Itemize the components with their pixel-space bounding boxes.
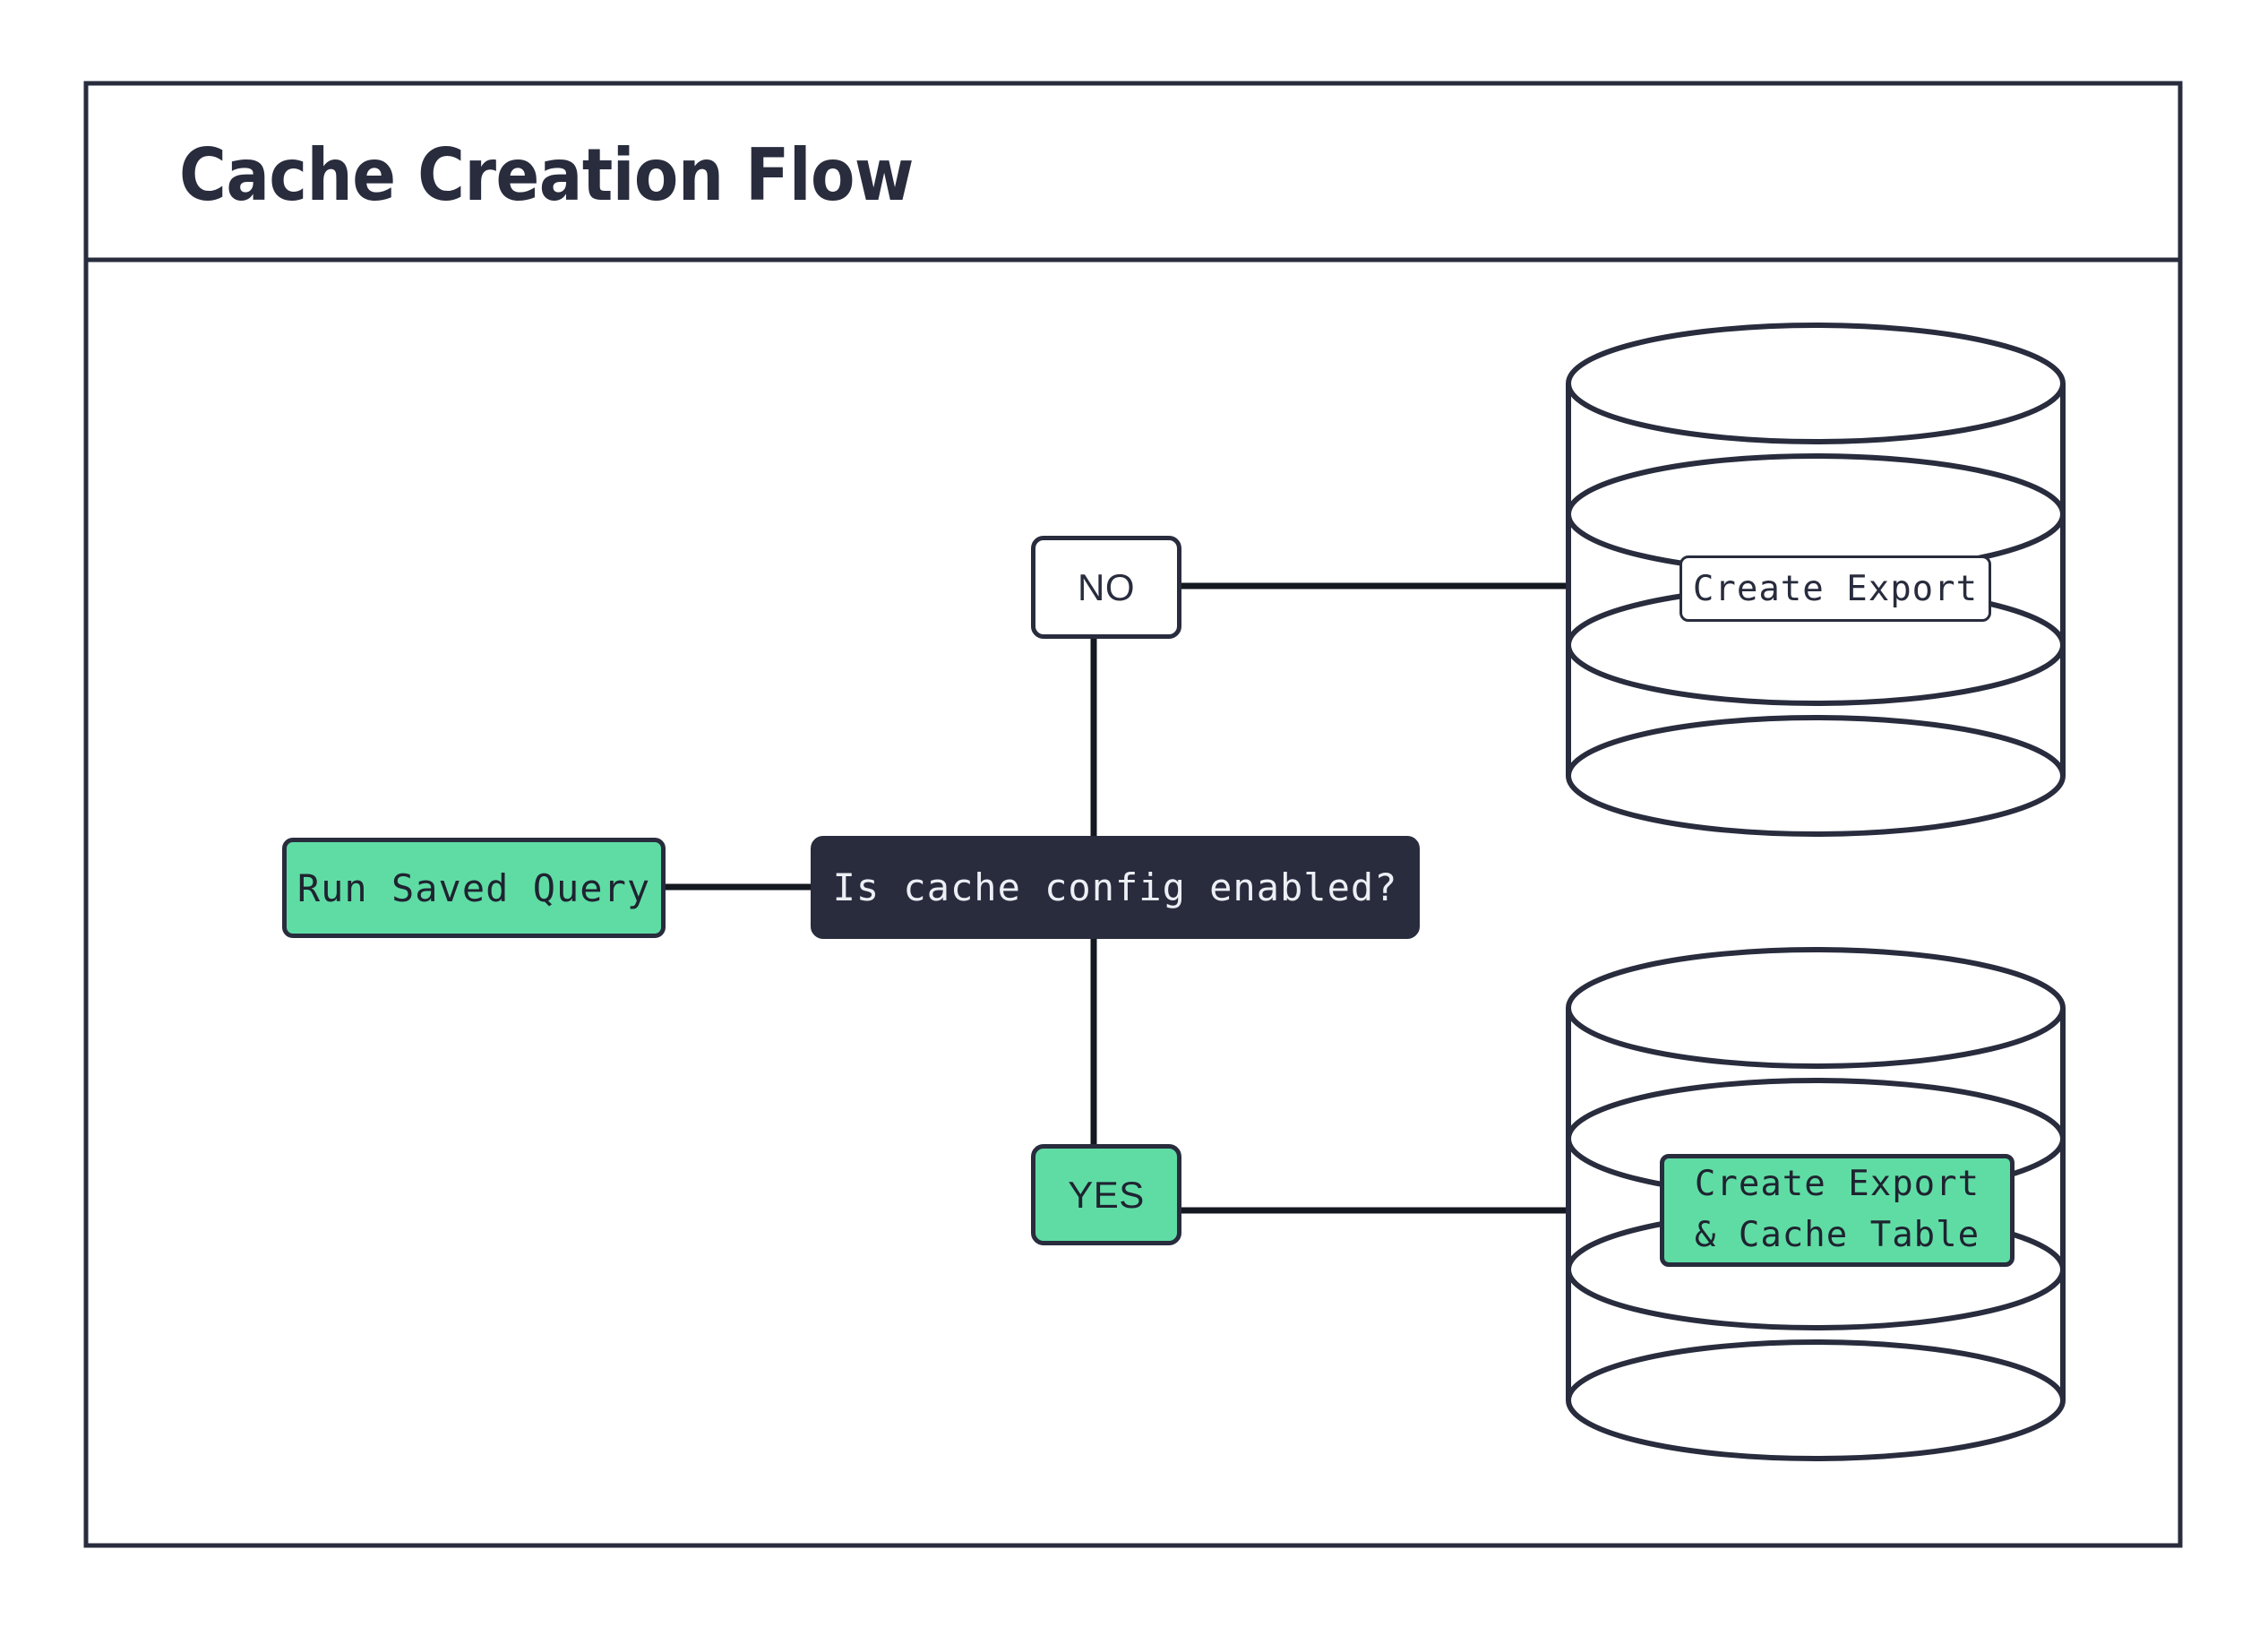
node-create-export[interactable]: Create Export — [1680, 555, 1991, 622]
node-label-line-1: Create Export — [1694, 1164, 1980, 1205]
node-label-line-2: & Cache Table — [1694, 1215, 1980, 1255]
page-title: Cache Creation Flow — [179, 133, 914, 217]
node-decision-is-cache-config-enabled[interactable]: Is cache config enabled? — [811, 836, 1420, 939]
node-branch-yes[interactable]: YES — [1031, 1144, 1181, 1245]
node-branch-no[interactable]: NO — [1031, 536, 1181, 639]
outer-frame — [83, 81, 2183, 1548]
node-create-export-and-cache-table[interactable]: Create Export & Cache Table — [1660, 1154, 2015, 1267]
node-run-saved-query[interactable]: Run Saved Query — [282, 838, 666, 938]
